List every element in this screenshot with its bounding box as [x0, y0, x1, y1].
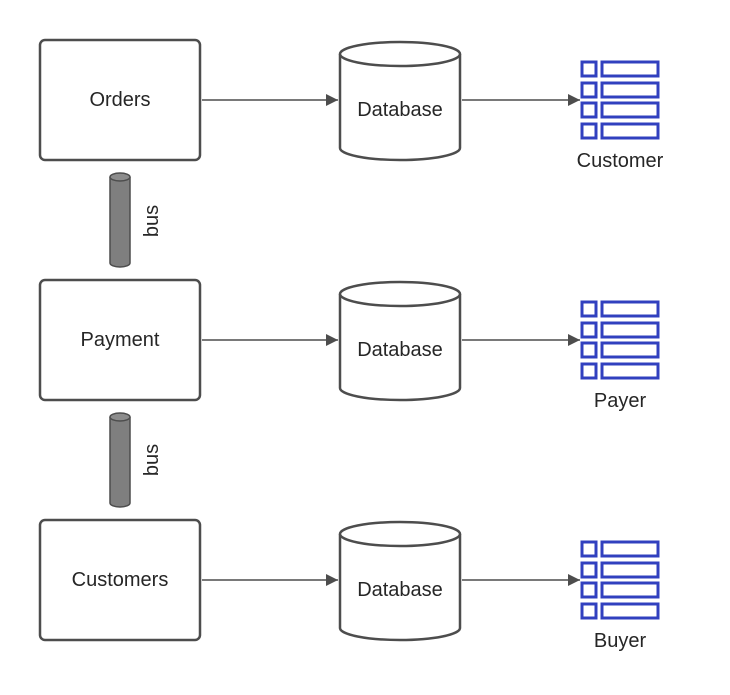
table-icon-buyer: [580, 540, 660, 620]
service-box-orders: Orders: [38, 38, 202, 162]
table-icon-customer: [580, 60, 660, 140]
table-label-payer: Payer: [594, 390, 647, 412]
message-bus-2: [109, 412, 131, 508]
database-label-orders: Database: [357, 99, 443, 121]
message-bus-1: [109, 172, 131, 268]
database-cylinder-payment: Database: [338, 280, 462, 402]
table-label-buyer: Buyer: [594, 630, 647, 652]
database-label-customers: Database: [357, 579, 443, 601]
service-label-payment: Payment: [81, 329, 160, 351]
database-label-payment: Database: [357, 339, 443, 361]
database-cylinder-customers: Database: [338, 520, 462, 642]
bus-label-1: bus: [141, 205, 163, 237]
service-box-customers: Customers: [38, 518, 202, 642]
service-box-payment: Payment: [38, 278, 202, 402]
service-label-orders: Orders: [89, 89, 150, 111]
table-label-customer: Customer: [577, 150, 664, 172]
bus-label-2: bus: [141, 444, 163, 476]
table-icon-payer: [580, 300, 660, 380]
database-cylinder-orders: Database: [338, 40, 462, 162]
service-label-customers: Customers: [72, 569, 169, 591]
